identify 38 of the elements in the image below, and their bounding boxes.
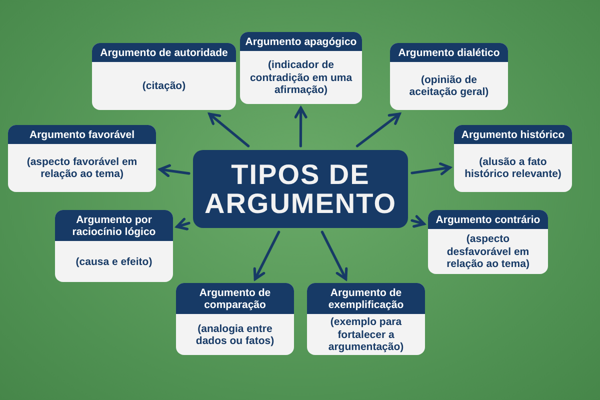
argument-card <box>8 125 156 192</box>
card-description: (causa e efeito) <box>76 256 152 268</box>
arrow <box>208 112 250 148</box>
card-description: (alusão a fato histórico relevante) <box>464 156 562 180</box>
title-box <box>193 150 408 228</box>
card-heading: Argumento histórico <box>454 125 572 144</box>
card-description: (citação) <box>142 80 186 92</box>
argument-card <box>428 210 548 274</box>
card-heading: Argumento apagógico <box>240 32 362 52</box>
argument-card <box>454 125 572 192</box>
card-heading: Argumento dialético <box>390 43 508 62</box>
card-description: (aspecto favorável em relação ao tema) <box>26 156 138 180</box>
card-description: (exemplo para fortalecer a argumentação) <box>327 316 405 353</box>
argument-card <box>176 283 294 355</box>
arrow <box>253 230 280 280</box>
card-description: (indicador de contradição em uma afirmação) <box>248 59 354 96</box>
card-description: (analogia entre dados ou fatos) <box>194 322 276 347</box>
arrow <box>158 164 190 178</box>
argument-card <box>390 43 508 110</box>
arrow <box>320 230 348 280</box>
card-heading: Argumento contrário <box>428 210 548 230</box>
main-title: TIPOS DE ARGUMENTO <box>203 160 398 218</box>
arrow <box>176 218 190 230</box>
card-description: (opinião de aceitação geral) <box>408 74 490 98</box>
card-heading: Argumento de comparação <box>176 283 294 314</box>
arrow <box>410 215 426 228</box>
card-heading: Argumento favorável <box>8 125 156 144</box>
card-heading: Argumento de autoridade <box>92 43 236 62</box>
card-description: (aspecto desfavorável em relação ao tema) <box>446 233 530 270</box>
card-heading: Argumento de exemplificação <box>307 283 425 314</box>
argument-card <box>55 210 173 282</box>
argument-card <box>307 283 425 355</box>
card-heading: Argumento por raciocínio lógico <box>55 210 173 242</box>
arrow <box>294 106 308 148</box>
arrow <box>356 112 401 148</box>
arrow <box>410 162 452 176</box>
argument-card <box>240 32 362 104</box>
argument-card <box>92 43 236 110</box>
